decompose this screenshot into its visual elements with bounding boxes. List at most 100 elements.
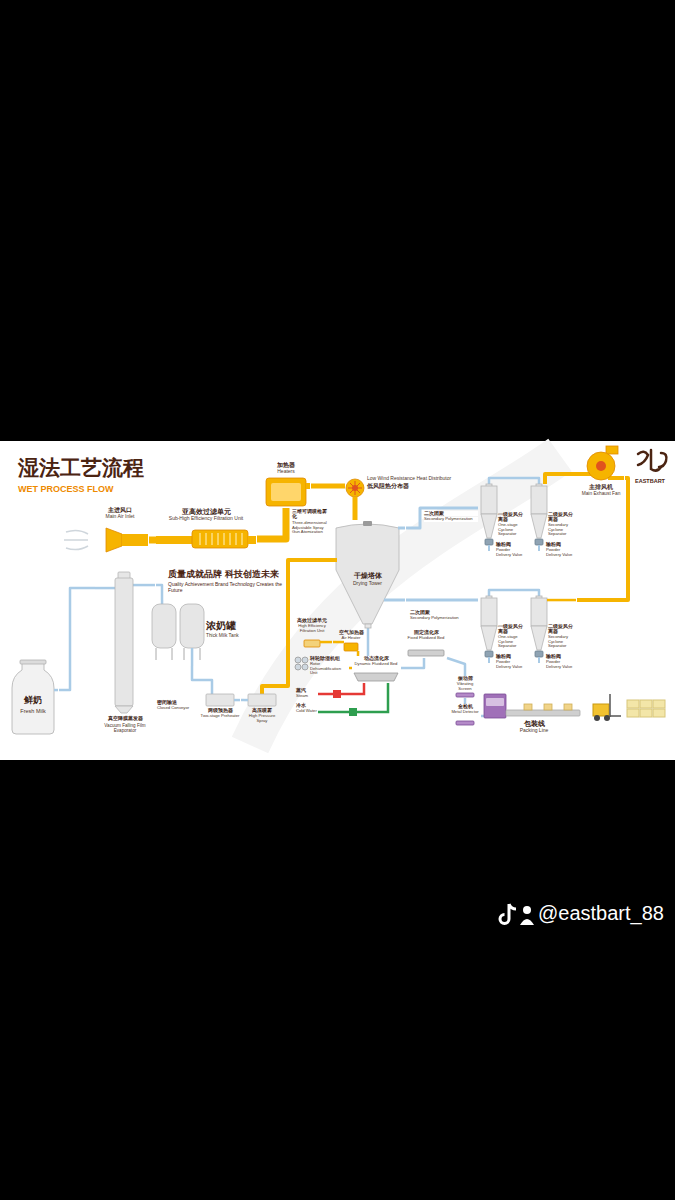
text-slot: 动态流化床 [352,656,400,661]
text-slot: Cold Water [296,709,320,714]
inlet-duct [122,534,148,546]
process-pipe [349,667,352,670]
text-slot: Powder Delivery Valve [496,660,526,669]
node-label: 浓奶罐 [206,620,242,631]
node-label: 输粉阀 [496,654,526,659]
product-box [640,700,652,708]
node-label: 输粉阀 [546,542,576,547]
filter-rib [206,533,207,545]
node-label: Powder Delivery Valve [546,660,576,669]
rotor-wheel [295,657,301,663]
forklift-wheel [604,715,610,721]
tiktok-icon [500,904,516,924]
background-swirl [250,455,560,745]
duct [357,651,360,654]
text-slot: 主排风机 [578,484,624,490]
node-label: 高效过滤单元 [292,618,332,623]
annotation-label: 三维可调喷枪雾化 [292,509,329,519]
node-label: 一级旋风分离器 [498,512,526,523]
rotor-wheel [295,664,301,670]
pipe-stub [244,699,248,702]
text-slot: 二次团聚 [410,610,464,615]
fan-hub [352,485,358,491]
tank [180,604,204,648]
screen-body [456,693,474,697]
node-label: 加热器 [262,462,310,469]
process-pipe [481,715,484,718]
node-label: 一级旋风分离器 [498,624,526,635]
text-slot: One-stage Cyclone Separator [498,523,526,537]
node-label: Secondary Cyclone Separator [548,635,576,649]
valve-pipe [538,545,540,551]
text-slot: Powder Delivery Valve [496,548,526,557]
valve-pipe [488,545,490,551]
heater-body [266,478,306,506]
process-pipe [367,628,370,656]
machine-window [486,698,504,706]
duct [336,641,344,644]
filter-unit: 高效过滤单元High Efficiency Filtration Unit [292,618,333,648]
vibrating-screen: 振动筛Vibrating Screen [450,676,481,698]
text-slot: 二级旋风分离器 [548,512,576,523]
cyclone-cone [481,626,497,650]
filter-box [304,640,320,647]
text-slot: EASTBART [628,478,672,484]
text-slot: 一级旋风分离器 [498,624,526,635]
node-label: Heaters [262,469,310,475]
node-label: 空气加热器 [336,630,366,635]
text-slot: 金检机 [450,704,480,709]
annotation-label: 蒸汽 [296,688,316,693]
annotation-label: EASTBART [628,478,672,484]
duct [156,536,192,544]
node-label: Fresh Milk [8,708,58,714]
node-label: 低风阻热分布器 [367,483,470,489]
conveyor [506,710,580,716]
text-slot: Low Wind Resistance Heat Distributor [367,476,470,482]
cyclone-cone [531,514,547,538]
node-label: 高压喷雾 [244,708,280,713]
product-box [653,709,665,717]
process-pipe [401,658,424,668]
annotation-label: Three-dimensional Adjustable Spray Gun A… [292,521,329,535]
package [524,704,532,710]
process-pipe [406,599,478,602]
fluidized-bed: 固定流化床Fixed Fluidized Bed [406,630,447,658]
text-slot: Secondary Polymerization [410,616,464,621]
filter-rib [200,533,201,545]
node-label: Two-stage Preheater [200,714,240,719]
packing-line: 包装线Packing Line [484,690,580,740]
package [564,704,572,710]
text-slot: Sub-High Efficiency Filtration Unit [156,516,256,522]
process-pipe [241,699,244,702]
evaporator-column [115,578,133,706]
text-slot: 冷水 [296,703,316,708]
text-slot: 两级预热器 [200,708,240,713]
milk-tank: 浓奶罐Thick Milk Tank [150,600,243,666]
process-pipe [577,478,628,600]
rotor-wheel [302,664,308,670]
filter-rib [230,533,231,545]
node-label: 转轮除湿机组 [310,656,348,661]
inlet-funnel [106,528,122,552]
cyclone-cone [531,626,547,650]
process-pipe [353,502,358,520]
node-label: Powder Delivery Valve [496,548,526,557]
node-label: Dynamic Fluidized Bed [352,662,400,667]
spray-pump: 高压喷雾High Pressure Spray [244,694,281,725]
filter-rib [224,533,225,545]
text-slot: 输粉阀 [496,654,526,659]
text-slot: 干燥塔体 [330,572,405,580]
fluidized-bed: 动态流化床Dynamic Fluidized Bed [352,656,401,682]
node-label: One-stage Cyclone Separator [498,523,526,537]
cyclone-separator: 一级旋风分离器One-stage Cyclone Separator输粉阀Pow… [478,596,527,676]
preheater-box [206,694,234,706]
powder-valve [485,651,493,657]
cyclone-separator: 二级旋风分离器Secondary Cyclone Separator输粉阀Pow… [528,484,577,564]
duct [320,641,332,644]
text-slot: 真空降膜蒸发器 [95,716,155,722]
pipe-stub [191,648,194,666]
powder-valve [535,651,543,657]
text-slot: 低风阻热分布器 [367,483,470,489]
text-slot: 湿法工艺流程 [18,456,278,479]
package [544,704,552,710]
